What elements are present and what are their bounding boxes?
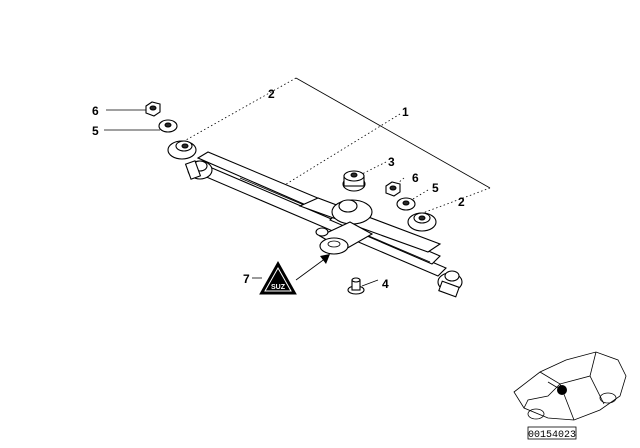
- leader-4: [361, 279, 379, 287]
- grommet-center-hole: [350, 172, 358, 178]
- location-marker: [557, 385, 567, 395]
- label-3: 3: [388, 155, 395, 169]
- image-code-box: 00154023: [527, 426, 577, 441]
- seal-label: SUZ: [259, 260, 297, 295]
- motor-crank-hub: [338, 199, 358, 213]
- grommet-left-hole: [181, 143, 189, 149]
- label-4: 4: [382, 277, 389, 291]
- image-code-frame: [527, 426, 577, 440]
- leader-lines: [104, 77, 491, 287]
- leader-2-top: [185, 77, 297, 141]
- car-windshield: [539, 351, 597, 385]
- label-5-right: 5: [432, 181, 439, 195]
- nut-left: [145, 101, 161, 117]
- washer-left: [158, 119, 178, 133]
- grommet-center: [342, 170, 366, 192]
- car-door-line: [589, 375, 605, 405]
- grommet-left: [167, 140, 197, 160]
- label-6-right: 6: [412, 171, 419, 185]
- image-code: 00154023: [528, 430, 576, 441]
- washer-right-hole: [402, 200, 410, 206]
- wiper-linkage: [184, 151, 463, 298]
- car-rear-wheel: [599, 392, 617, 404]
- arrow-line: [295, 257, 327, 281]
- leader-3: [357, 161, 387, 177]
- label-2-top: 2: [268, 87, 275, 101]
- leader-1: [282, 113, 401, 187]
- nut-right-hole: [389, 185, 397, 191]
- motor-body: [319, 237, 349, 255]
- callouts: 6 5 2 1 3 6 5 2 7 4: [92, 87, 465, 291]
- seal-text: SUZ: [271, 284, 286, 291]
- bolt: [347, 277, 365, 295]
- car-location-thumbnail: [513, 351, 627, 421]
- leader-2-right: [419, 187, 491, 215]
- location-pointer: [547, 381, 559, 389]
- bracket-line-2: [295, 77, 491, 189]
- grommet-right: [407, 212, 437, 232]
- washer-left-hole: [164, 122, 172, 128]
- motor-bolt: [327, 240, 341, 248]
- nut-right: [385, 181, 401, 197]
- washer-right: [396, 197, 416, 211]
- label-7: 7: [243, 272, 250, 286]
- right-pivot-shaft: [444, 270, 460, 282]
- label-1: 1: [402, 105, 409, 119]
- bolt-tip: [351, 277, 361, 283]
- car-outline: [513, 351, 627, 421]
- label-5-left: 5: [92, 124, 99, 138]
- motor-mount: [315, 227, 329, 237]
- car-hood-line: [523, 383, 561, 409]
- nut-left-hole: [149, 105, 157, 111]
- label-6-left: 6: [92, 104, 99, 118]
- car-front-wheel: [527, 408, 545, 420]
- arrow-head: [320, 254, 330, 264]
- right-pivot-bracket: [438, 280, 460, 298]
- left-pivot-bracket: [184, 160, 202, 180]
- label-2-right: 2: [458, 195, 465, 209]
- grommet-right-hole: [418, 215, 426, 221]
- seal-triangle-inner: [264, 266, 292, 292]
